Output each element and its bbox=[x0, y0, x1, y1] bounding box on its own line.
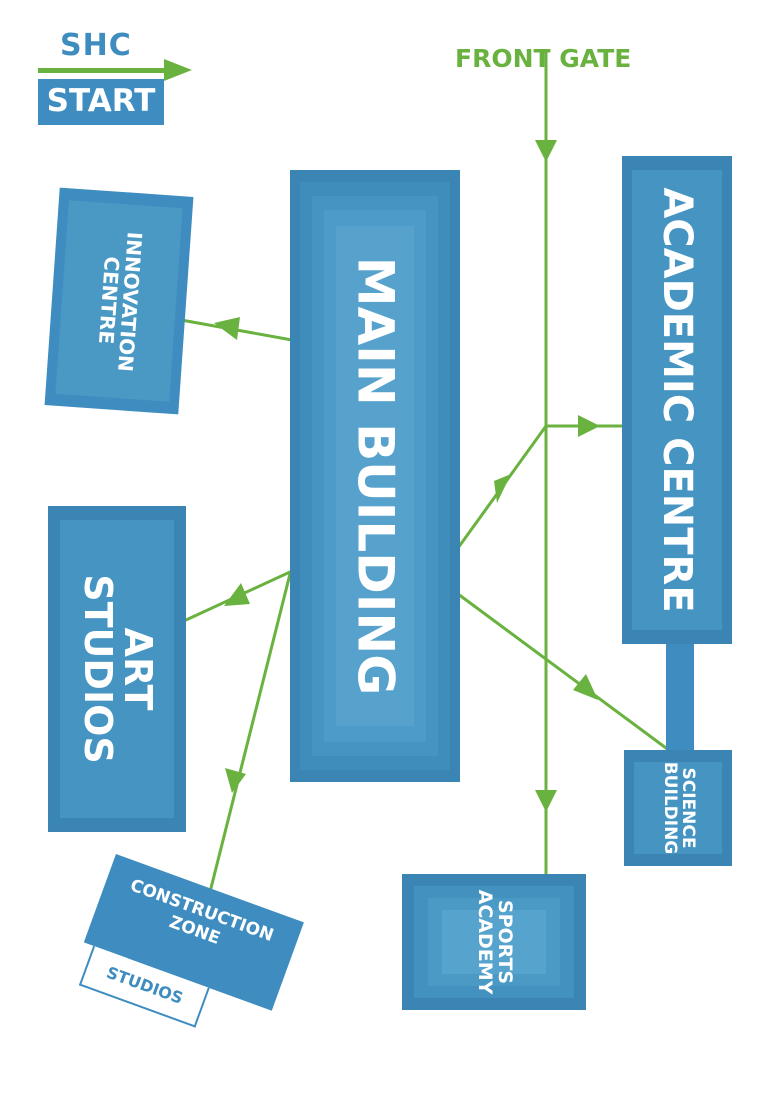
sports-line1: SPORTS bbox=[493, 899, 516, 985]
route-to-science bbox=[456, 592, 668, 750]
science-building-label: SCIENCE BUILDING bbox=[660, 761, 698, 855]
main-building-label: MAIN BUILDING bbox=[346, 256, 405, 696]
front-gate-label[interactable]: FRONT GATE bbox=[455, 44, 632, 73]
art-line1: ART bbox=[115, 627, 160, 711]
logo-arrow-bar bbox=[38, 68, 166, 73]
logo-bottom-text: START bbox=[46, 83, 156, 119]
main-building[interactable]: MAIN BUILDING bbox=[290, 170, 460, 782]
sports-layer-3 bbox=[442, 910, 546, 974]
innovation-label: INNOVATION CENTRE bbox=[93, 230, 147, 373]
arrow-to-art bbox=[224, 583, 250, 606]
shc-start-logo[interactable]: SHC START bbox=[38, 28, 198, 128]
arrow-front-gate bbox=[535, 140, 557, 162]
science-building[interactable]: SCIENCE BUILDING bbox=[624, 750, 732, 866]
art-studios-label: ART STUDIOS bbox=[76, 574, 160, 764]
art-studios[interactable]: ART STUDIOS bbox=[48, 506, 186, 832]
logo-top-text: SHC bbox=[60, 28, 132, 63]
arrow-to-main bbox=[494, 474, 511, 503]
art-inner bbox=[60, 520, 174, 818]
science-line2: BUILDING bbox=[660, 761, 680, 855]
arrow-to-science bbox=[573, 674, 598, 700]
route-to-construction bbox=[208, 572, 292, 894]
sports-academy[interactable]: SPORTS ACADEMY bbox=[402, 874, 586, 1010]
main-layer-4 bbox=[336, 226, 414, 726]
arrow-to-sports bbox=[535, 790, 557, 812]
arrow-to-innovation bbox=[214, 317, 240, 340]
sports-line2: ACADEMY bbox=[474, 889, 496, 995]
logo-start-box: START bbox=[38, 79, 164, 125]
logo-arrow-head bbox=[164, 59, 192, 81]
academic-centre-label: ACADEMIC CENTRE bbox=[654, 187, 700, 613]
arrow-to-construction bbox=[225, 768, 246, 793]
art-line2: STUDIOS bbox=[76, 574, 120, 764]
innovation-centre[interactable]: INNOVATION CENTRE bbox=[44, 187, 194, 415]
arrow-to-academic bbox=[578, 415, 600, 437]
academic-science-corridor bbox=[666, 644, 694, 752]
academic-centre[interactable]: ACADEMIC CENTRE bbox=[622, 156, 732, 644]
academic-inner bbox=[632, 170, 722, 630]
science-line1: SCIENCE bbox=[677, 767, 698, 849]
science-inner bbox=[634, 762, 722, 854]
sports-academy-label: SPORTS ACADEMY bbox=[474, 889, 516, 995]
